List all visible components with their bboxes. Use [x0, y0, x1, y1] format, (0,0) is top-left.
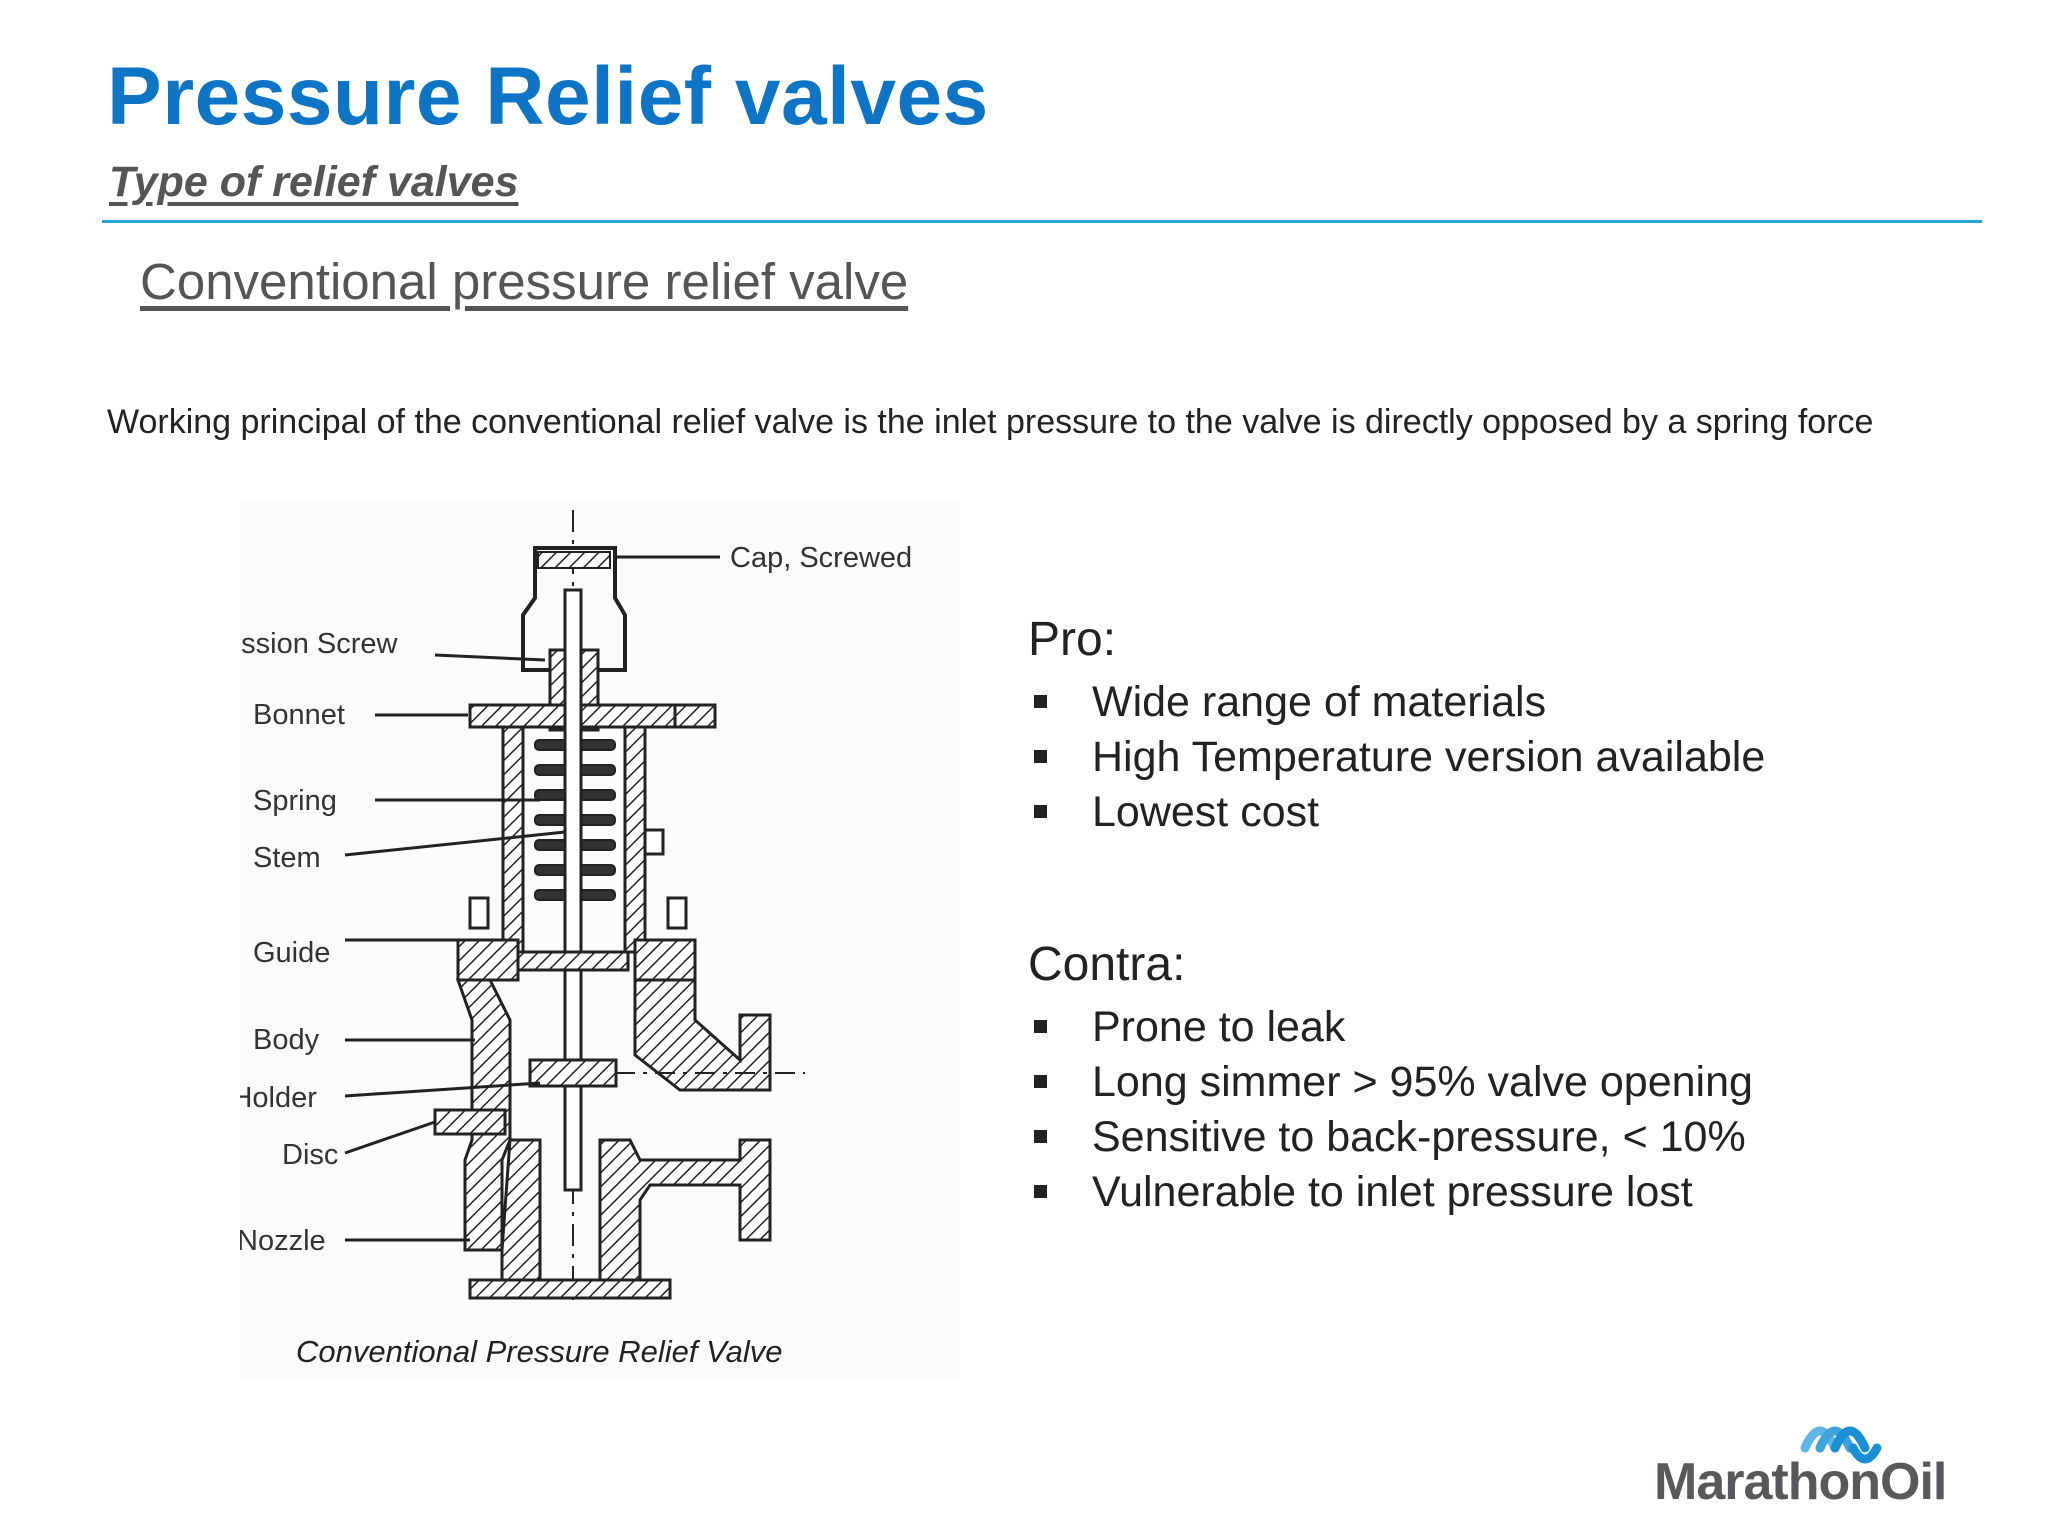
- label-compression-screw: Compression Screw: [240, 628, 399, 660]
- working-principle-text: Working principal of the conventional re…: [107, 403, 1874, 441]
- pro-item-text: Lowest cost: [1092, 788, 1320, 836]
- section-heading: Conventional pressure relief valve: [140, 253, 909, 310]
- square-bullet-icon: [1034, 750, 1047, 763]
- contra-item: Long simmer > 95% valve opening: [1028, 1055, 1753, 1110]
- label-disc: Disc: [282, 1139, 338, 1171]
- pro-item: Wide range of materials: [1028, 675, 1765, 730]
- label-guide: Guide: [253, 937, 330, 969]
- contra-item-text: Vulnerable to inlet pressure lost: [1092, 1168, 1693, 1216]
- square-bullet-icon: [1034, 1075, 1047, 1088]
- contra-item-text: Long simmer > 95% valve opening: [1092, 1058, 1753, 1106]
- pro-item: Lowest cost: [1028, 785, 1765, 840]
- diagram-caption: Conventional Pressure Relief Valve: [296, 1334, 783, 1369]
- page-title: Pressure Relief valves: [107, 51, 989, 142]
- valve-cross-section-drawing: Cap, Screwed Compression Screw Bonnet Sp…: [240, 510, 912, 1300]
- contra-item-text: Prone to leak: [1092, 1003, 1346, 1051]
- square-bullet-icon: [1034, 805, 1047, 818]
- header-divider: [102, 220, 1982, 223]
- square-bullet-icon: [1034, 695, 1047, 708]
- contra-list: Prone to leak Long simmer > 95% valve op…: [1028, 1000, 1753, 1220]
- contra-item: Sensitive to back-pressure, < 10%: [1028, 1110, 1753, 1165]
- label-body: Body: [253, 1024, 320, 1056]
- pro-section: Pro: Wide range of materials High Temper…: [1028, 612, 1765, 840]
- label-nozzle: Nozzle: [240, 1225, 326, 1257]
- square-bullet-icon: [1034, 1130, 1047, 1143]
- contra-item: Prone to leak: [1028, 1000, 1753, 1055]
- contra-item: Vulnerable to inlet pressure lost: [1028, 1165, 1753, 1220]
- label-stem: Stem: [253, 842, 321, 874]
- label-cap-screwed: Cap, Screwed: [730, 542, 912, 574]
- contra-section: Contra: Prone to leak Long simmer > 95% …: [1028, 937, 1753, 1220]
- pro-item-text: Wide range of materials: [1092, 678, 1547, 726]
- page-subtitle: Type of relief valves: [109, 158, 519, 206]
- valve-diagram: Cap, Screwed Compression Screw Bonnet Sp…: [240, 500, 960, 1380]
- marathon-wave-icon: [1800, 1426, 1882, 1464]
- label-disc-holder: Disc Holder: [240, 1082, 317, 1114]
- contra-heading: Contra:: [1028, 938, 1186, 991]
- square-bullet-icon: [1034, 1020, 1047, 1033]
- pro-list: Wide range of materials High Temperature…: [1028, 675, 1765, 840]
- pro-item-text: High Temperature version available: [1092, 733, 1766, 781]
- contra-item-text: Sensitive to back-pressure, < 10%: [1092, 1113, 1746, 1161]
- company-logo-wordmark: MarathonOil: [1654, 1453, 1947, 1511]
- label-bonnet: Bonnet: [253, 699, 345, 731]
- pro-heading: Pro:: [1028, 613, 1117, 666]
- pro-item: High Temperature version available: [1028, 730, 1765, 785]
- label-spring: Spring: [253, 785, 337, 817]
- square-bullet-icon: [1034, 1185, 1047, 1198]
